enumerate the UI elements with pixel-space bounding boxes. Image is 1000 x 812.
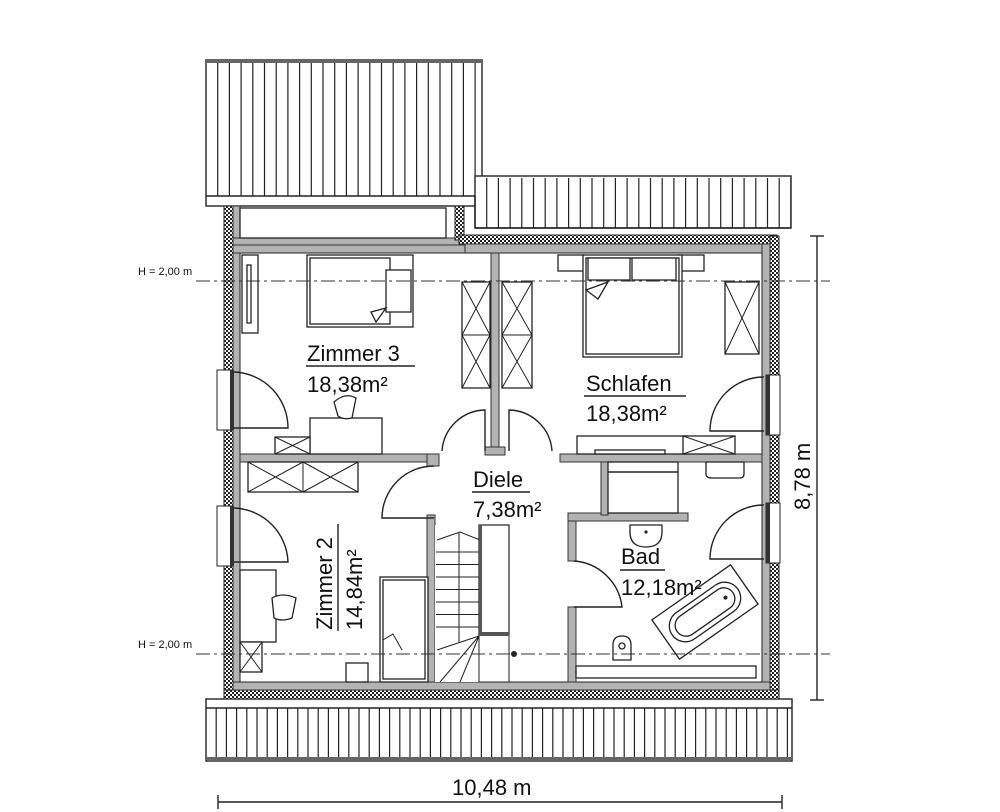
staircase [435,524,517,683]
furniture-bad [575,461,759,679]
door-swings [233,371,765,608]
roof-top-right [474,175,792,229]
room-zimmer-3-area: 18,38m² [307,372,388,397]
height-marker-top: H = 2,00 m [138,266,192,278]
room-zimmer-3-name: Zimmer 3 [307,341,400,366]
height-marker-bottom: H = 2,00 m [138,639,192,651]
height-marker-labels: H = 2,00 m H = 2,00 m [138,266,192,651]
windows [216,369,781,567]
room-schlafen-area: 18,38m² [586,401,667,426]
room-diele-area: 7,38m² [473,497,541,522]
room-zimmer-2-name: Zimmer 2 [312,537,337,630]
roof-top-left [205,59,483,207]
room-labels: Zimmer 3 18,38m² Schlafen 18,38m² Diele … [306,341,702,631]
dimension-labels: 10,48 m 8,78 m [452,443,815,800]
roof-bottom [205,698,793,762]
room-zimmer-2-area: 14,84m² [342,549,367,630]
height-markers [196,280,830,655]
room-schlafen-name: Schlafen [586,371,672,396]
dimension-lines [217,235,824,809]
room-diele-name: Diele [473,467,523,492]
furniture-zimmer-2 [239,461,429,683]
room-bad-area: 12,18m² [621,575,702,600]
width-dimension: 10,48 m [452,775,532,800]
furniture-zimmer-3 [241,254,491,455]
outer-walls [223,205,780,700]
inner-walls [239,252,763,683]
furniture-schlafen [501,254,760,455]
room-bad-name: Bad [621,544,660,569]
depth-dimension: 8,78 m [790,443,815,510]
